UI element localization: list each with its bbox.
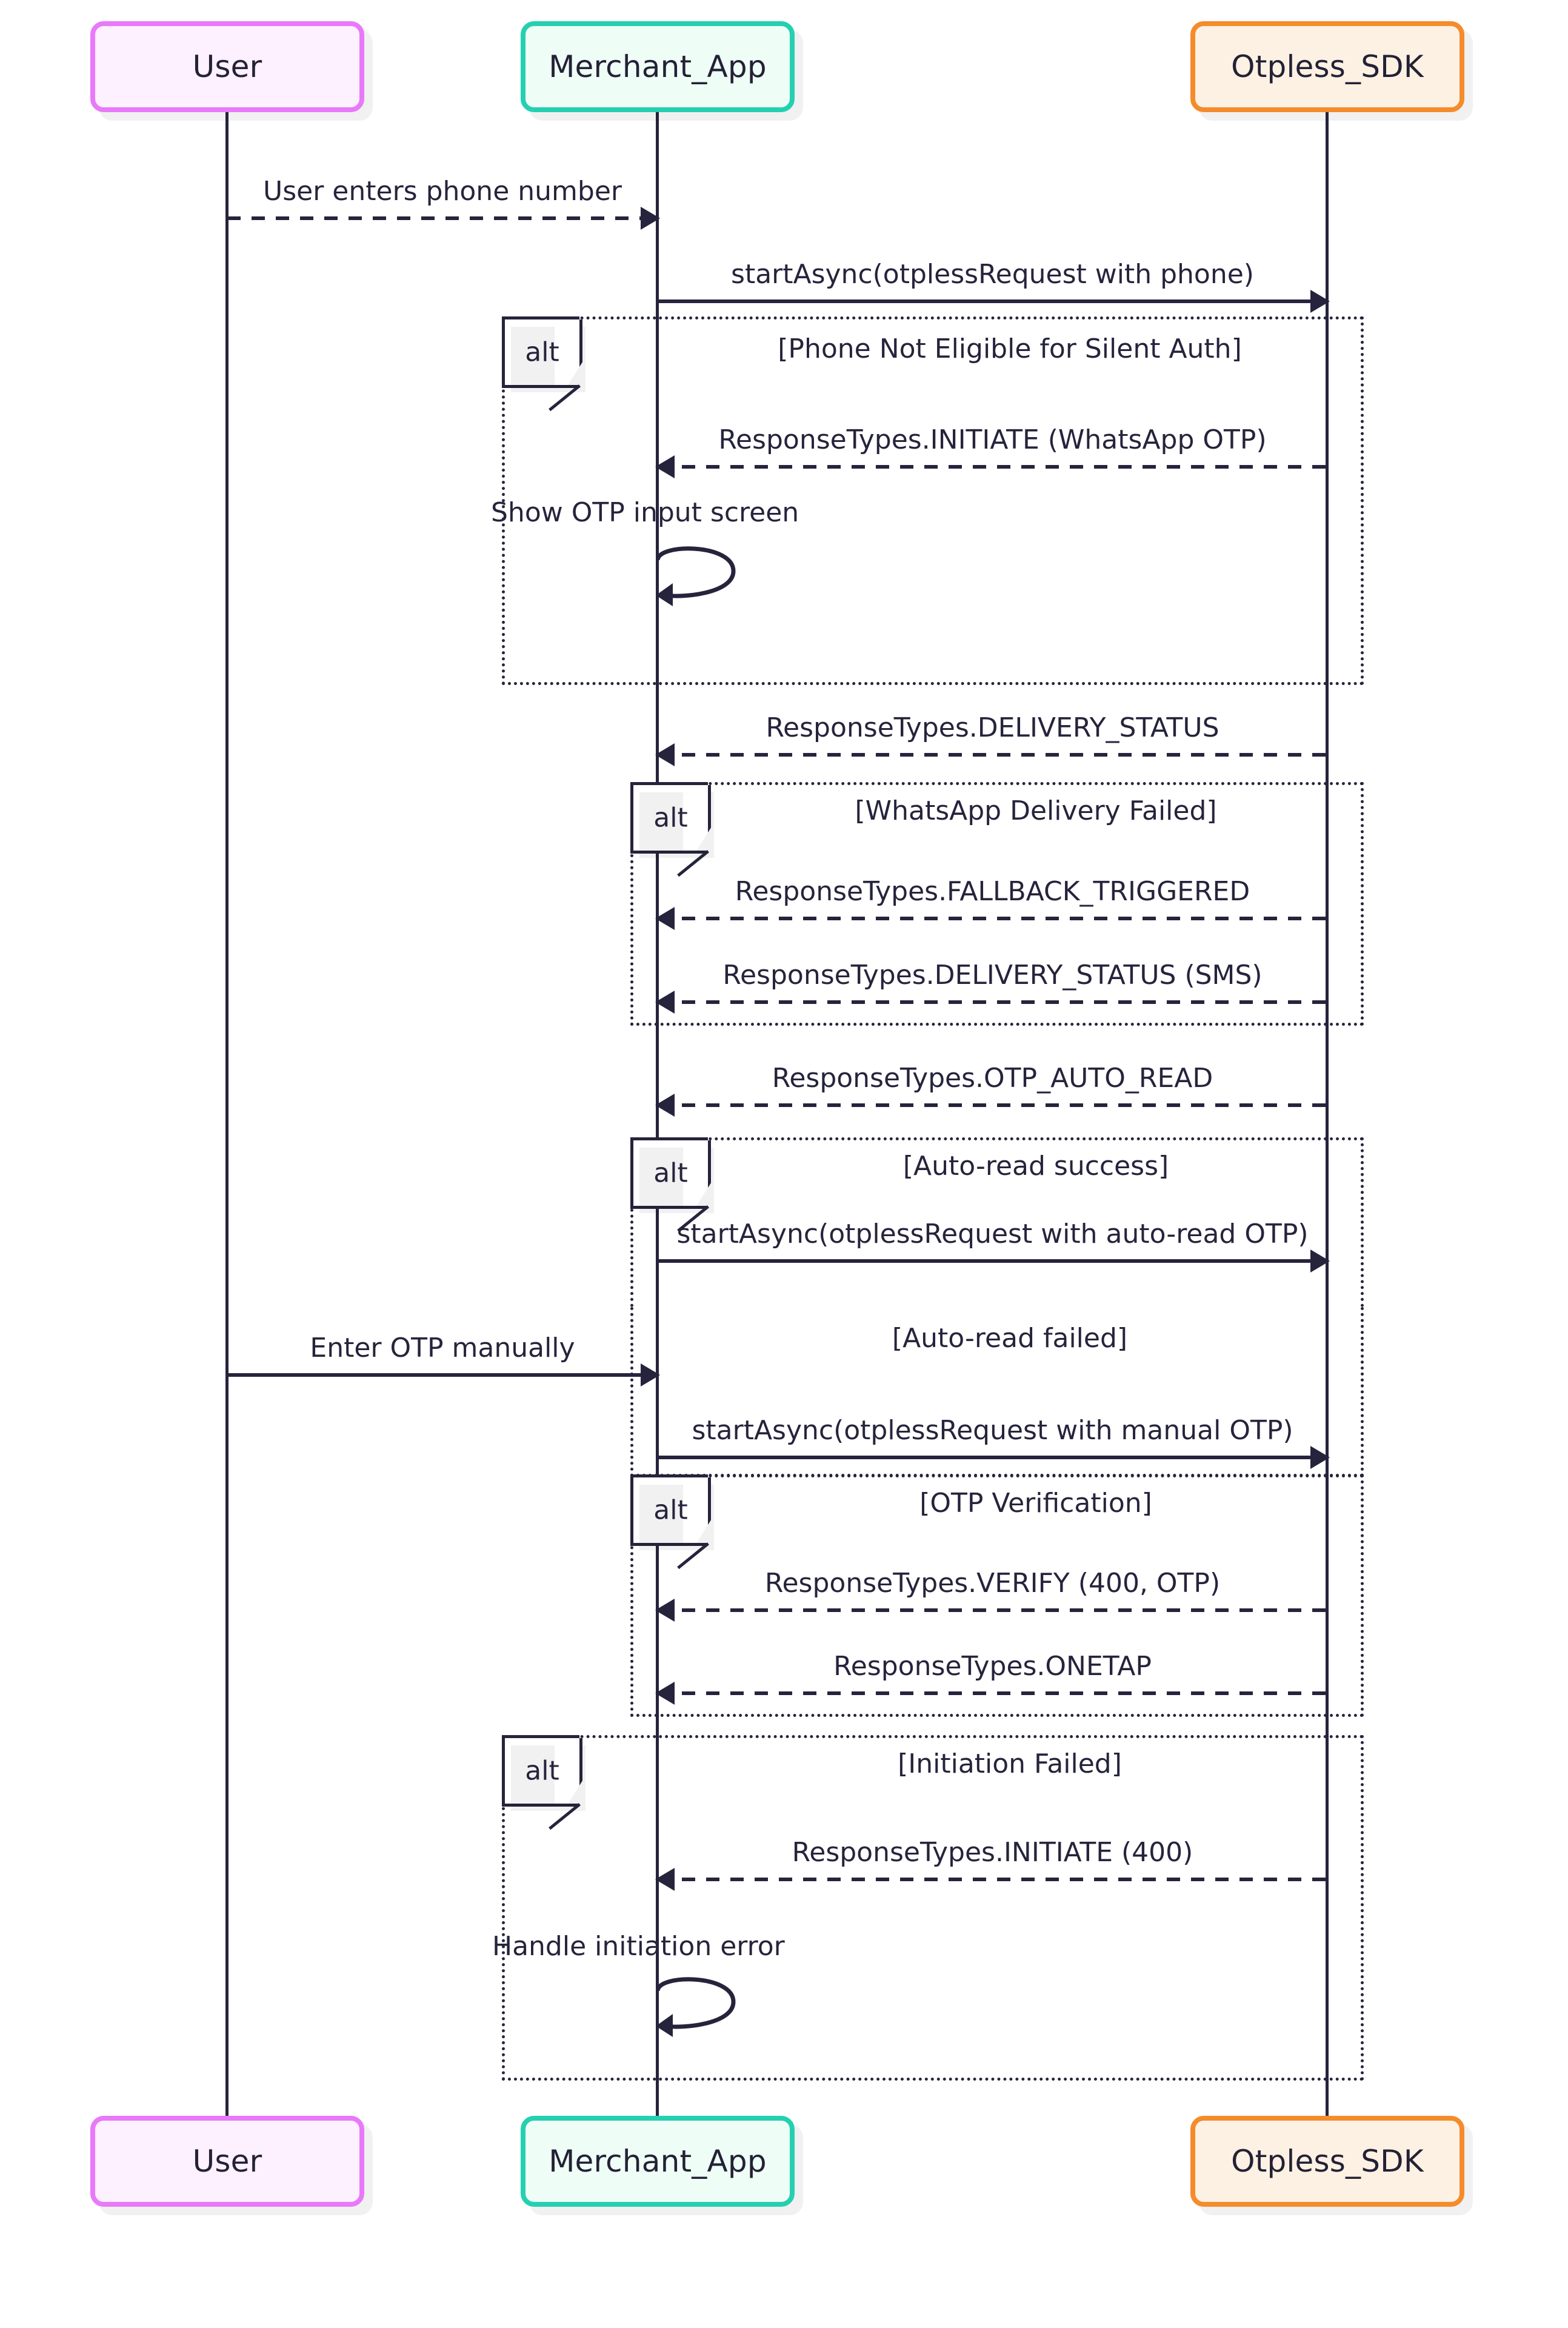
arrow-head-right-icon xyxy=(1310,1249,1330,1273)
message-arrow-initiate-400 xyxy=(655,1868,1327,1891)
alt-tag-initiation-failed: alt xyxy=(502,1735,585,1830)
message-arrow-start-async-with-phone xyxy=(658,290,1330,313)
participant-label: Merchant_App xyxy=(549,2144,767,2179)
alt-tag-label: alt xyxy=(653,1494,688,1526)
participant-label: Merchant_App xyxy=(549,49,767,84)
arrow-head-left-icon xyxy=(655,1682,675,1705)
message-label-delivery-status: ResponseTypes.DELIVERY_STATUS xyxy=(766,712,1219,743)
alt-tag-label: alt xyxy=(653,802,688,834)
alt-condition-otp-verification: [OTP Verification] xyxy=(919,1488,1152,1519)
arrow-head-right-icon xyxy=(1310,290,1330,313)
message-arrow-initiate-whatsapp-otp xyxy=(655,455,1327,478)
message-arrow-otp-auto-read xyxy=(655,1094,1327,1117)
message-label-verify-400-otp: ResponseTypes.VERIFY (400, OTP) xyxy=(764,1568,1221,1599)
arrow-head-left-icon xyxy=(655,1868,675,1891)
arrow-head-left-icon xyxy=(655,455,675,478)
participant-otpless-sdk-bottom[interactable]: Otpless_SDK xyxy=(1190,2116,1464,2207)
message-arrow-start-async-auto-read-otp xyxy=(658,1249,1330,1273)
arrow-head-left-icon xyxy=(655,1599,675,1622)
alt-tag-auto-read-success: alt xyxy=(630,1137,714,1233)
arrow-head-left-icon xyxy=(655,907,675,930)
participant-label: Otpless_SDK xyxy=(1231,2144,1424,2179)
participant-user-top[interactable]: User xyxy=(90,21,364,112)
message-arrow-user-enters-phone-number xyxy=(227,207,660,230)
message-arrow-delivery-status xyxy=(655,743,1327,766)
message-arrow-start-async-manual-otp xyxy=(658,1446,1330,1469)
alt-condition-initiation-failed: [Initiation Failed] xyxy=(898,1748,1122,1779)
alt-tag-label: alt xyxy=(525,1755,559,1787)
message-selfloop-show-otp-input-screen xyxy=(655,540,753,606)
alt-condition-whatsapp-delivery-failed: [WhatsApp Delivery Failed] xyxy=(855,795,1217,826)
alt-frame-initiation-failed xyxy=(502,1735,1364,2081)
message-arrow-delivery-status-sms xyxy=(655,991,1327,1014)
arrow-head-left-icon xyxy=(655,743,675,766)
participant-merchant-app-top[interactable]: Merchant_App xyxy=(521,21,795,112)
message-label-onetap: ResponseTypes.ONETAP xyxy=(833,1651,1152,1682)
arrow-head-left-icon xyxy=(655,991,675,1014)
participant-user-bottom[interactable]: User xyxy=(90,2116,364,2207)
message-label-start-async-auto-read-otp: startAsync(otplessRequest with auto-read… xyxy=(676,1219,1309,1249)
alt-tag-otp-verification: alt xyxy=(630,1474,714,1570)
participant-label: User xyxy=(192,2144,262,2179)
message-label-start-async-manual-otp: startAsync(otplessRequest with manual OT… xyxy=(692,1415,1293,1446)
lifeline-user xyxy=(225,112,229,2119)
message-selfloop-handle-initiation-error xyxy=(655,1970,753,2037)
arrow-head-left-icon xyxy=(655,1094,675,1117)
participant-label: Otpless_SDK xyxy=(1231,49,1424,84)
message-label-initiate-whatsapp-otp: ResponseTypes.INITIATE (WhatsApp OTP) xyxy=(718,424,1267,455)
arrow-head-right-icon xyxy=(641,207,660,230)
message-arrow-verify-400-otp xyxy=(655,1599,1327,1622)
message-label-fallback-triggered: ResponseTypes.FALLBACK_TRIGGERED xyxy=(735,876,1250,907)
message-label-user-enters-phone-number: User enters phone number xyxy=(263,176,622,207)
alt-condition-auto-read-failed: [Auto-read failed] xyxy=(892,1323,1128,1354)
participant-otpless-sdk-top[interactable]: Otpless_SDK xyxy=(1190,21,1464,112)
message-label-start-async-with-phone: startAsync(otplessRequest with phone) xyxy=(731,259,1254,290)
alt-tag-whatsapp-delivery-failed: alt xyxy=(630,782,714,877)
message-arrow-onetap xyxy=(655,1682,1327,1705)
message-label-otp-auto-read: ResponseTypes.OTP_AUTO_READ xyxy=(772,1063,1213,1094)
message-arrow-enter-otp-manually xyxy=(227,1363,660,1386)
arrow-head-right-icon xyxy=(641,1363,660,1386)
alt-condition-auto-read-success: [Auto-read success] xyxy=(902,1151,1169,1182)
participant-label: User xyxy=(192,49,262,84)
participant-merchant-app-bottom[interactable]: Merchant_App xyxy=(521,2116,795,2207)
message-label-show-otp-input-screen: Show OTP input screen xyxy=(491,497,799,528)
alt-tag-label: alt xyxy=(525,336,559,368)
message-label-handle-initiation-error: Handle initiation error xyxy=(492,1931,785,1962)
alt-condition-phone-not-eligible: [Phone Not Eligible for Silent Auth] xyxy=(778,333,1242,364)
message-arrow-fallback-triggered xyxy=(655,907,1327,930)
arrow-head-right-icon xyxy=(1310,1446,1330,1469)
message-label-enter-otp-manually: Enter OTP manually xyxy=(310,1333,575,1363)
lifeline-otpless-sdk xyxy=(1326,112,1329,2119)
alt-tag-phone-not-eligible: alt xyxy=(502,316,585,412)
alt-tag-label: alt xyxy=(653,1157,688,1189)
message-label-delivery-status-sms: ResponseTypes.DELIVERY_STATUS (SMS) xyxy=(722,960,1263,991)
message-label-initiate-400: ResponseTypes.INITIATE (400) xyxy=(792,1837,1193,1868)
